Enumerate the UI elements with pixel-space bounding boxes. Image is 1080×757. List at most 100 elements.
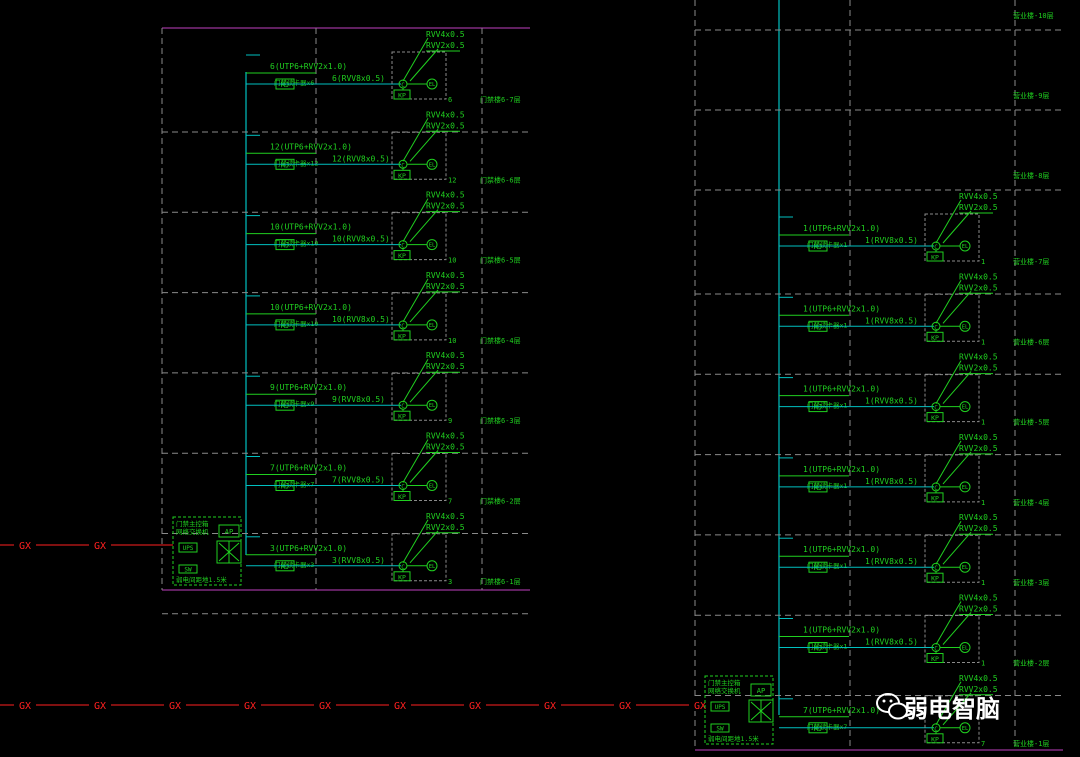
feeder-label-bg: [614, 699, 636, 711]
cable-label-bottom: RVV2x0.5: [959, 605, 998, 614]
cable-leader-1: [935, 199, 962, 244]
cable-label-bottom: RVV2x0.5: [426, 121, 465, 130]
uplink-cable-label: 1(UTP6+RVV2x1.0): [803, 304, 880, 313]
lock-label: EL: [429, 484, 436, 490]
reader-caption: 门禁读卡器x10: [274, 239, 318, 248]
cable-leader-2: [409, 530, 439, 564]
keypad-box: [393, 89, 411, 100]
feeder-label: GX: [319, 701, 331, 712]
keypad-label: KP: [398, 493, 406, 501]
feeder-label-bg: [14, 539, 36, 551]
cable-label-top: RVV4x0.5: [426, 432, 465, 441]
feeder-label-bg: [314, 699, 336, 711]
panel-title-line: 门禁主控箱: [176, 519, 209, 528]
panel-title-line: 网络交换机: [176, 527, 209, 536]
reader-label: MJ: [281, 242, 289, 250]
cable-leader-1: [402, 118, 429, 162]
door-count-tag: 3: [448, 578, 452, 586]
keypad-box: [926, 653, 944, 663]
controller-label: C: [401, 403, 405, 410]
uplink-cable-label: 7(UTP6+RVV2x1.0): [803, 706, 880, 715]
cable-leader-2: [409, 369, 439, 403]
cable-leader-2: [409, 209, 439, 242]
controller-label: C: [934, 726, 938, 733]
downlink-cable-label: 1(RVV8x0.5): [865, 236, 918, 245]
controller-label: C: [401, 162, 405, 169]
cable-label-bottom: RVV2x0.5: [959, 203, 998, 212]
cable-leader-2: [942, 531, 972, 565]
reader-label: MJ: [281, 161, 289, 169]
keypad-box: [393, 410, 411, 421]
keypad-label: KP: [398, 252, 406, 260]
panel-title-line: 门禁主控箱: [708, 678, 741, 687]
feeder-label: GX: [19, 541, 31, 552]
cable-label-top: RVV4x0.5: [426, 512, 465, 521]
upper-floor-label: 营业楼-10层: [1013, 11, 1054, 20]
downlink-cable-label: 6(RVV8x0.5): [332, 74, 385, 83]
left-row-2: 10(UTP6+RVV2x1.0)门禁读卡器x10MJ10(RVV8x0.5)C…: [162, 191, 530, 294]
cable-label-top: RVV4x0.5: [426, 351, 465, 360]
cable-leader-1: [402, 37, 429, 82]
feeder-label-bg: [89, 539, 111, 551]
lock-label: EL: [962, 244, 969, 250]
feeder-label: GX: [544, 701, 556, 712]
panel-sw-label: SW: [184, 567, 192, 574]
lock-label: EL: [429, 82, 436, 88]
reader-label: MJ: [281, 322, 289, 330]
cable-label-bottom: RVV2x0.5: [426, 41, 465, 50]
uplink-cable-label: 1(UTP6+RVV2x1.0): [803, 224, 880, 233]
floor-label: 门禁楼6-4层: [480, 336, 521, 345]
cable-label-bottom: RVV2x0.5: [426, 202, 465, 211]
reader-label: MJ: [814, 404, 822, 412]
door-unit-box: [391, 131, 447, 180]
cable-leader-2: [942, 451, 972, 485]
cable-label-bottom: RVV2x0.5: [959, 685, 998, 694]
panel-ap-box: [750, 683, 772, 697]
keypad-label: KP: [931, 414, 939, 422]
control-panels: 门禁主控箱网络交换机UPSAPSW弱电间距地1.5米门禁主控箱网络交换机UPSA…: [172, 516, 774, 745]
door-unit-box: [924, 293, 980, 342]
floor-label: 门禁楼6-3层: [480, 416, 521, 425]
cable-label-bottom: RVV2x0.5: [959, 364, 998, 373]
uplink-cable-label: 10(UTP6+RVV2x1.0): [270, 303, 352, 312]
feeder-label: GX: [469, 701, 481, 712]
feeder-label-bg: [239, 699, 261, 711]
cable-leader-1: [402, 278, 429, 323]
panel-switch-icon: [218, 541, 240, 563]
lock-label: EL: [962, 485, 969, 491]
cable-leader-1: [935, 280, 962, 324]
reader-label: MJ: [814, 564, 822, 572]
panel-ap-label: AP: [225, 528, 233, 536]
uplink-cable-label: 1(UTP6+RVV2x1.0): [803, 465, 880, 474]
watermark: 弱电智脑: [876, 693, 1000, 723]
cable-label-top: RVV4x0.5: [959, 353, 998, 362]
door-unit-box: [391, 292, 447, 341]
floor-label: 营业楼-1层: [1013, 739, 1049, 748]
door-count-tag: 9: [448, 417, 452, 425]
feeder-label-bg: [14, 699, 36, 711]
left-building-frame: [161, 27, 530, 591]
door-count-tag: 10: [448, 337, 456, 345]
door-count-tag: 1: [981, 579, 985, 587]
cable-leader-1: [935, 681, 962, 726]
keypad-box: [393, 330, 411, 341]
downlink-cable-label: 1(RVV8x0.5): [865, 557, 918, 566]
controller-label: C: [401, 82, 405, 89]
door-unit-box: [924, 213, 980, 262]
downlink-cable-label: 12(RVV8x0.5): [332, 154, 390, 163]
door-count-tag: 1: [981, 419, 985, 427]
cable-leader-1: [935, 601, 962, 645]
floor-label: 门禁楼6-7层: [480, 95, 521, 104]
door-unit-box: [391, 212, 447, 261]
reader-label: MJ: [281, 81, 289, 89]
